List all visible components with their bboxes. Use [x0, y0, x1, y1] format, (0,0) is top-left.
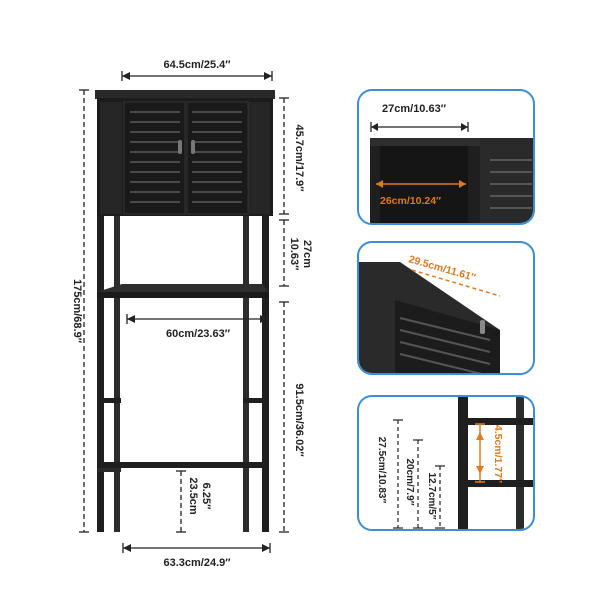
gap-height-in-label: 10.63″ [288, 238, 300, 272]
foot-mid-label: 20cm/7.9″ [404, 458, 415, 505]
bottom-bar-cm-label: 23.5cm [187, 477, 199, 515]
base-clearance-label: 91.5cm/36.02″ [293, 383, 305, 457]
cabinet-illustration [95, 90, 275, 532]
inset-foot: 27.5cm/10.83″ 20cm/7.9″ 12.7cm/5″ 4.5cm/… [357, 395, 535, 531]
inner-width-label: 60cm/23.63″ [166, 328, 231, 340]
door-handle [178, 140, 182, 154]
inset-frame [357, 395, 535, 531]
door-louvers [130, 111, 242, 203]
inset-depth: 27cm/10.63″ 26cm/10.24″ [357, 89, 535, 225]
bottom-crossbar [97, 462, 269, 468]
foot-short-label: 12.7cm/5″ [426, 472, 437, 519]
left-back-leg [114, 216, 120, 532]
top-width-label: 64.5cm/25.4″ [163, 59, 231, 71]
bottom-bar-in-label: 6.25″ [200, 483, 212, 510]
inset-shelf: 29.5cm/11.61″ [357, 241, 535, 375]
door-handle [191, 140, 195, 154]
depth-inner-label: 26cm/10.24″ [380, 195, 441, 207]
gap-height-cm-label: 27cm [301, 240, 313, 268]
total-height-label: 175cm/68.9″ [71, 279, 83, 344]
foot-total-label: 27.5cm/10.83″ [376, 437, 387, 504]
arrowheads [122, 72, 272, 552]
right-front-leg [262, 216, 269, 532]
left-front-leg [97, 216, 104, 532]
dimension-lines [79, 71, 289, 553]
right-door [186, 101, 249, 215]
cabinet-height-label: 45.7cm/17.9″ [293, 124, 305, 192]
right-back-leg [243, 216, 249, 532]
foot-tiny-label: 4.5cm/1.77″ [492, 425, 504, 483]
depth-outer-label: 27cm/10.63″ [382, 103, 447, 115]
cabinet-top [95, 90, 275, 99]
left-door [123, 101, 186, 215]
middle-shelf [97, 284, 269, 292]
base-width-label: 63.3cm/24.9″ [163, 557, 231, 569]
